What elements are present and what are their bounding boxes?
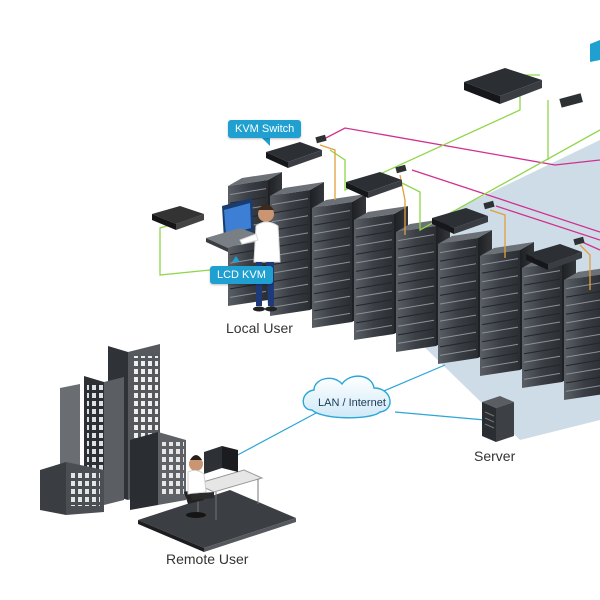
- network-label: LAN / Internet: [318, 397, 386, 409]
- cable-magenta-3: [495, 205, 600, 241]
- cable-green-3: [399, 129, 600, 232]
- extender-boxes: [315, 93, 585, 246]
- cable-magenta-1: [321, 127, 600, 166]
- office-buildings: [40, 344, 186, 515]
- kvm-switch-callout: KVM Switch: [228, 120, 302, 138]
- kvm-switch-unit: [432, 208, 488, 234]
- kvm-switch-callout-pointer: [262, 138, 270, 146]
- remote-user-label: Remote User: [166, 551, 249, 567]
- kvm-switch-unit: [526, 244, 582, 270]
- kvm-switch-unit: [266, 142, 322, 168]
- cable-magenta-2: [411, 169, 600, 233]
- cable-orange-4: [579, 244, 591, 290]
- cloud: [302, 375, 391, 419]
- cable-blue-server: [394, 411, 486, 421]
- local-user-label: Local User: [226, 320, 293, 336]
- lcd-kvm-callout: LCD KVM: [210, 266, 273, 284]
- server-tower: [482, 396, 514, 442]
- kvm-switch-unit: [346, 172, 402, 198]
- cable-orange-1: [319, 144, 336, 200]
- server-label: Server: [474, 448, 516, 464]
- lcd-kvm-console: [206, 198, 262, 252]
- lcd-kvm-callout-pointer: [232, 256, 240, 262]
- top-right-callout: [590, 40, 600, 62]
- console-extender: [152, 206, 204, 230]
- cables: [159, 74, 600, 459]
- kvm-switch-units: [266, 68, 582, 270]
- remote-user-desk: [138, 446, 296, 552]
- kvm-switch-unit-top: [464, 68, 542, 104]
- cable-orange-3: [489, 209, 506, 258]
- cable-magenta-4: [581, 241, 600, 251]
- cable-blue-remote: [231, 411, 319, 459]
- server-rack: [564, 268, 600, 400]
- local-user-figure: [239, 204, 281, 312]
